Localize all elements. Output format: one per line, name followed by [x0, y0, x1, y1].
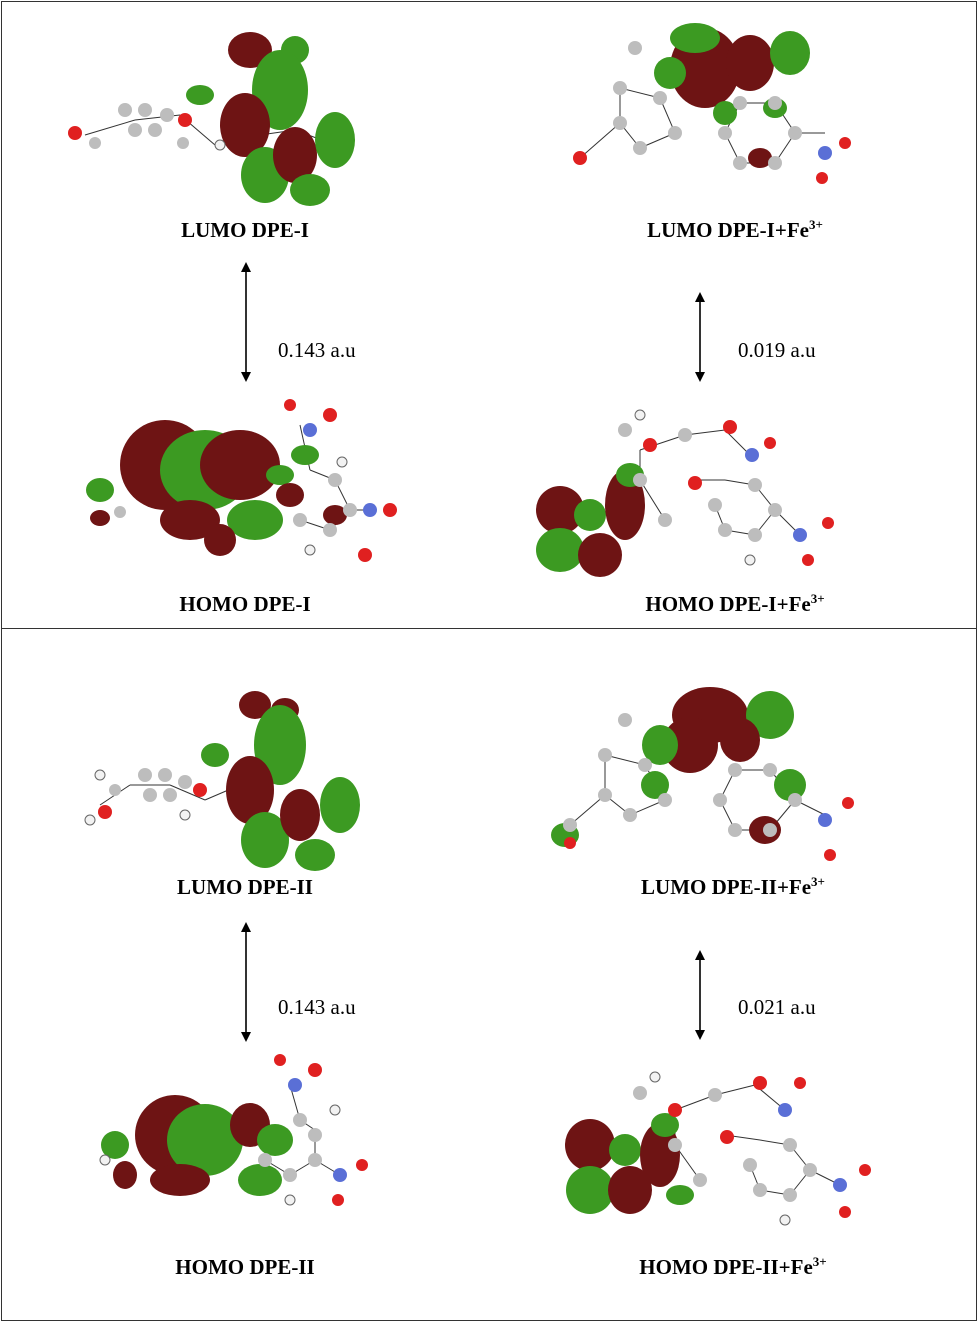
panel-dpe-i: LUMO DPE-I 0.143 a.u [0, 0, 980, 640]
lumo-dpe-ii-label: LUMO DPE-II [177, 875, 313, 899]
homo-dpe-ii-orbital [99, 1054, 368, 1206]
lumo-dpe-i-fe-orbital [573, 23, 851, 184]
homo-dpe-ii-label: HOMO DPE-II [175, 1255, 315, 1279]
energy-gap-arrow [241, 262, 251, 382]
gap-value-dpe-i: 0.143 a.u [278, 338, 356, 362]
homo-dpe-ii-fe-orbital [565, 1071, 871, 1226]
lumo-dpe-ii-fe-orbital [551, 687, 854, 861]
lumo-dpe-i-label: LUMO DPE-I [181, 218, 309, 242]
energy-gap-arrow [241, 922, 251, 1042]
lumo-dpe-i-fe-label: LUMO DPE-I+Fe3+ [647, 217, 823, 242]
panel-dpe-ii: LUMO DPE-II 0.143 a.u [0, 660, 980, 1300]
lumo-dpe-i-orbital [68, 32, 355, 206]
energy-gap-arrow [695, 292, 705, 382]
lumo-dpe-ii-fe-label: LUMO DPE-II+Fe3+ [641, 874, 825, 899]
homo-dpe-i-fe-label: HOMO DPE-I+Fe3+ [645, 591, 825, 616]
energy-gap-arrow [695, 950, 705, 1040]
panel-divider [1, 628, 977, 629]
homo-dpe-i-fe-orbital [536, 409, 834, 577]
gap-value-dpe-ii-fe: 0.021 a.u [738, 995, 816, 1019]
homo-dpe-i-label: HOMO DPE-I [179, 592, 311, 616]
gap-value-dpe-ii: 0.143 a.u [278, 995, 356, 1019]
gap-value-dpe-i-fe: 0.019 a.u [738, 338, 816, 362]
homo-dpe-ii-fe-label: HOMO DPE-II+Fe3+ [639, 1254, 827, 1279]
homo-dpe-i-orbital [86, 399, 397, 562]
lumo-dpe-ii-orbital [84, 691, 360, 871]
